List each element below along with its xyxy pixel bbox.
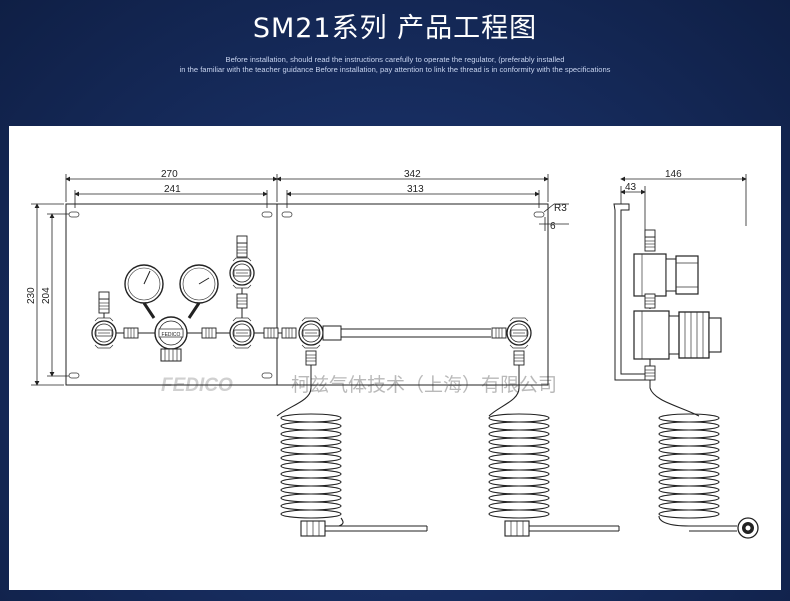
top-dimensions: 270 241 342 313 <box>65 169 549 208</box>
engineering-drawing-panel: FEDICO 柯兹气体技术（上海）有限公司 270 241 342 313 <box>9 126 781 590</box>
gauge-brand-label: FEDICO <box>162 332 181 338</box>
coiled-hose-2 <box>488 387 620 537</box>
left-dimensions: 230 204 <box>26 203 69 386</box>
dim-height-inner: 204 <box>41 287 52 304</box>
dim-radius: R3 <box>554 203 567 214</box>
front-view-regulators: FEDICO <box>91 235 532 388</box>
coil-loops-1 <box>280 413 342 519</box>
engineering-drawing: FEDICO 柯兹气体技术（上海）有限公司 270 241 342 313 <box>26 169 759 539</box>
header-banner: SM21系列 产品工程图 Before installation, should… <box>0 0 790 125</box>
coiled-hose-1 <box>276 387 428 537</box>
dim-top-left-outer: 270 <box>161 169 178 180</box>
coil-loops-2 <box>488 413 550 519</box>
dim-side-total: 146 <box>665 169 682 180</box>
dim-top-right-inner: 313 <box>407 184 424 195</box>
front-panel-outline <box>65 203 549 386</box>
valve-center <box>229 235 255 349</box>
dim-top-right-outer: 342 <box>404 169 421 180</box>
manifold-pipe <box>322 325 507 341</box>
dim-side-offset: 43 <box>625 182 637 193</box>
slot-callout: R3 6 <box>539 203 569 232</box>
outlet-valve-1 <box>298 317 324 388</box>
page-title: SM21系列 产品工程图 <box>252 13 538 44</box>
dim-height-outer: 230 <box>26 287 37 304</box>
outlet-valve-2 <box>506 317 532 388</box>
main-regulator: FEDICO <box>154 316 188 362</box>
side-view: 43 146 <box>613 169 759 539</box>
pressure-gauge-right <box>179 264 219 319</box>
inlet-valve-left <box>91 291 117 349</box>
subtitle-line-2: in the familiar with the teacher guidanc… <box>179 65 611 74</box>
subtitle-line-1: Before installation, should read the ins… <box>225 55 565 64</box>
dim-slot: 6 <box>550 221 556 232</box>
pressure-gauge-left <box>124 264 164 319</box>
dim-top-left-inner: 241 <box>164 184 181 195</box>
